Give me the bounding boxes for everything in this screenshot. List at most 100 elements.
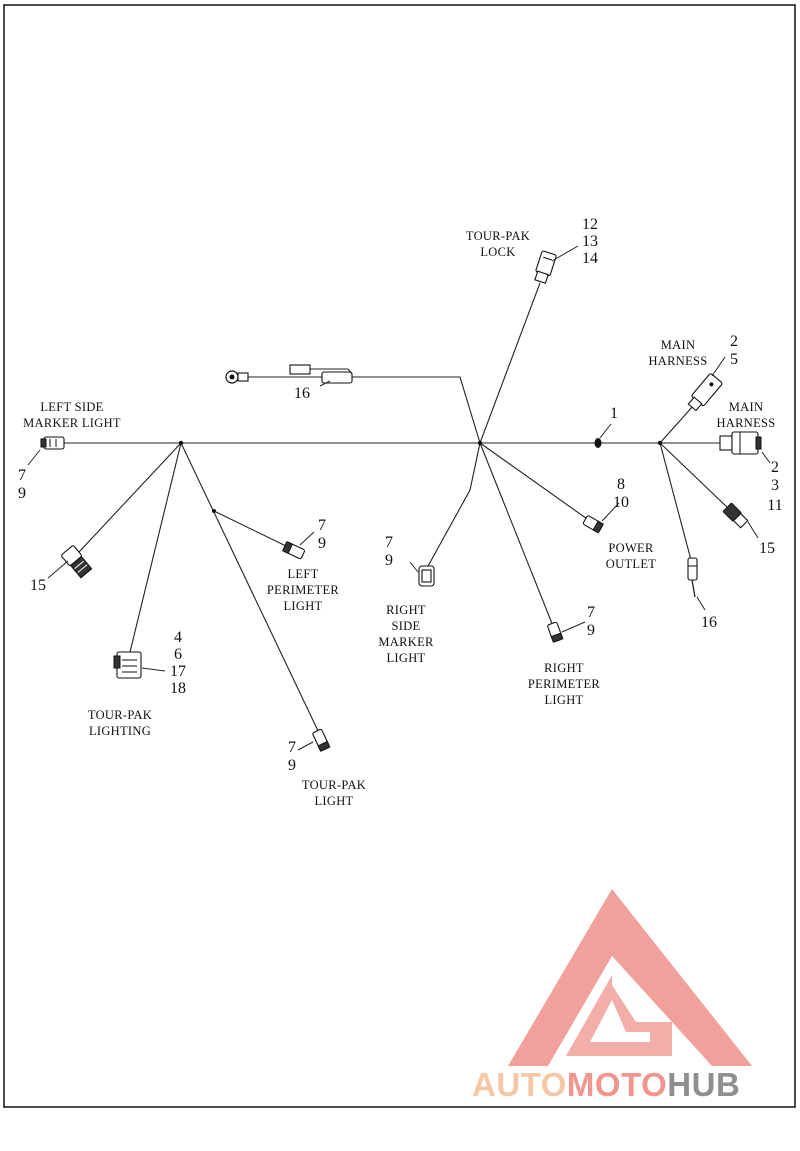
connector-tour-pak-lock — [534, 250, 557, 284]
callout-number: 9 — [587, 622, 595, 639]
label-line: POWER — [608, 541, 654, 555]
wire-right-15 — [659, 442, 730, 510]
callout-splice: 1 — [610, 405, 618, 422]
logo-inner-cutout — [590, 1000, 650, 1042]
connector-left-perimeter — [282, 541, 305, 560]
logo-word-auto: AUTO — [472, 1066, 567, 1103]
label-line: LIGHT — [284, 599, 323, 613]
label-line: MARKER — [378, 635, 434, 649]
junction-lower — [212, 509, 216, 513]
label-line: MAIN — [729, 400, 764, 414]
junction-left — [178, 440, 184, 446]
automotohub-logo: AUTOMOTOHUB — [472, 889, 752, 1103]
label-line: SIDE — [392, 619, 421, 633]
connector-right-16 — [687, 557, 698, 598]
wire-left-perimeter — [213, 510, 287, 547]
callout-number: 9 — [18, 485, 26, 502]
connector-left-side-marker — [40, 436, 65, 450]
callout-power-outlet: 8 10 — [613, 476, 629, 511]
label-line: TOUR-PAK — [302, 778, 366, 792]
callout-number: 10 — [613, 494, 629, 511]
connector-main-harness-top — [687, 373, 723, 412]
page-border — [3, 4, 796, 1108]
callout-number: 16 — [701, 614, 717, 631]
connector-tour-pak-light — [312, 728, 331, 752]
wire-tour-pak-light — [180, 442, 321, 736]
label-line: PERIMETER — [528, 677, 601, 691]
label-line: LIGHT — [387, 651, 426, 665]
wire-ground — [245, 376, 481, 444]
callout-main-top: 2 5 — [730, 333, 738, 368]
label-left-side-marker-light: LEFT SIDE MARKER LIGHT — [23, 400, 120, 430]
junction-right — [657, 440, 663, 446]
logo-word-hub: HUB — [667, 1066, 740, 1103]
connector-tour-pak-lighting — [113, 651, 142, 679]
callout-number: 7 — [18, 467, 26, 484]
label-line: LEFT — [287, 567, 318, 581]
label-line: PERIMETER — [267, 583, 340, 597]
label-tour-pak-lighting: TOUR-PAK LIGHTING — [88, 708, 152, 738]
wire-right-marker — [426, 442, 481, 569]
label-main-harness-top: MAIN HARNESS — [648, 338, 707, 368]
callout-tour-pak-light: 7 9 — [288, 739, 296, 774]
label-right-side-marker-light: RIGHT SIDE MARKER LIGHT — [378, 603, 434, 665]
harness-wires — [64, 282, 730, 736]
connector-right-perimeter — [547, 621, 564, 643]
callout-number: 12 — [582, 216, 598, 233]
callout-number: 18 — [170, 680, 186, 697]
callout-left-15: 15 — [30, 577, 46, 594]
label-main-harness-right: MAIN HARNESS — [716, 400, 775, 430]
callout-number: 17 — [170, 663, 186, 680]
label-tour-pak-light: TOUR-PAK LIGHT — [302, 778, 366, 808]
label-line: MAIN — [661, 338, 696, 352]
wire-left-15 — [78, 442, 182, 553]
callout-number: 2 — [771, 459, 779, 476]
callout-main-right: 2 3 11 — [767, 459, 782, 514]
callout-number: 3 — [771, 477, 779, 494]
label-line: OUTLET — [606, 557, 656, 571]
wire-main-harness-top — [659, 405, 694, 444]
callout-left-perimeter: 7 9 — [318, 517, 326, 552]
callout-number: 1 — [610, 405, 618, 422]
logo-triangle-mark — [508, 889, 752, 1066]
label-line: RIGHT — [544, 661, 584, 675]
label-line: TOUR-PAK — [88, 708, 152, 722]
label-tour-pak-lock: TOUR-PAK LOCK — [466, 229, 530, 259]
callout-left-marker: 7 9 — [18, 467, 26, 502]
label-line: LIGHT — [315, 794, 354, 808]
callout-right-15: 15 — [759, 540, 775, 557]
label-line: LIGHT — [545, 693, 584, 707]
label-left-perimeter-light: LEFT PERIMETER LIGHT — [267, 567, 340, 613]
splice-1 — [594, 438, 602, 448]
callout-number: 11 — [767, 497, 782, 514]
callout-number: 5 — [730, 351, 738, 368]
callout-lock: 12 13 14 — [582, 216, 598, 267]
wire-tour-pak-lock — [479, 282, 541, 444]
label-power-outlet: POWER OUTLET — [606, 541, 656, 571]
label-line: LOCK — [480, 245, 515, 259]
callout-number: 9 — [385, 552, 393, 569]
callout-number: 6 — [174, 646, 182, 663]
wire-power-outlet — [479, 442, 591, 522]
logo-word-moto: MOTO — [567, 1066, 667, 1103]
wire-right-perimeter — [479, 442, 554, 627]
callout-number: 7 — [318, 517, 326, 534]
callout-right-perimeter: 7 9 — [587, 604, 595, 639]
callout-number: 9 — [318, 535, 326, 552]
callout-number: 7 — [288, 739, 296, 756]
callout-lighting: 4 6 17 18 — [170, 629, 186, 697]
callout-number: 2 — [730, 333, 738, 350]
label-line: HARNESS — [648, 354, 707, 368]
label-line: RIGHT — [386, 603, 426, 617]
callout-right-16: 16 — [701, 614, 717, 631]
callout-number: 13 — [582, 233, 598, 250]
callout-right-marker: 7 9 — [385, 534, 393, 569]
callout-number: 15 — [759, 540, 775, 557]
connector-right-marker — [418, 565, 435, 587]
label-line: HARNESS — [716, 416, 775, 430]
callout-number: 14 — [582, 250, 598, 267]
label-line: LEFT SIDE — [40, 400, 103, 414]
callout-number: 4 — [174, 629, 182, 646]
callout-number: 7 — [587, 604, 595, 621]
